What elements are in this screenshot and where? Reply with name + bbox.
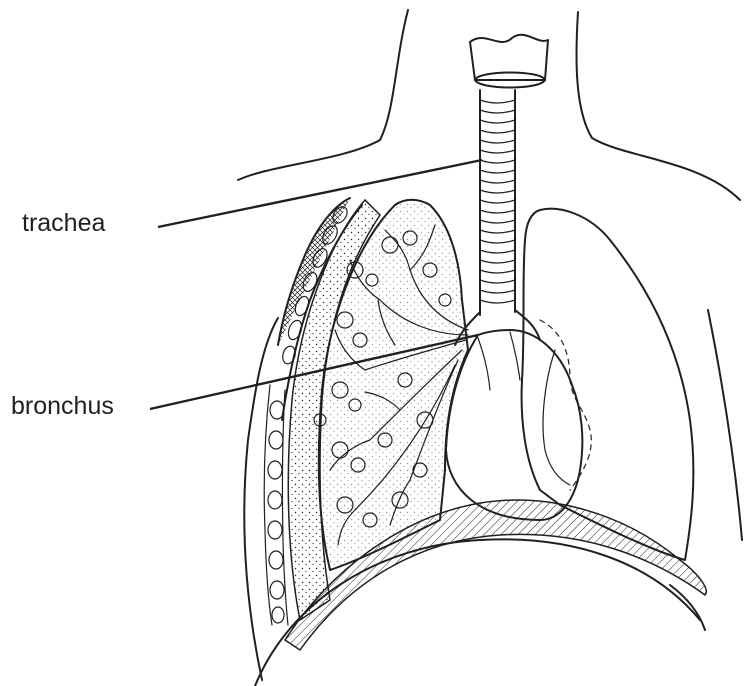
heart — [446, 330, 582, 520]
main-bronchus-right — [515, 310, 540, 340]
bronchus-label: bronchus — [11, 394, 114, 419]
neck-left-outline — [238, 10, 408, 180]
left-side-outline — [244, 318, 278, 680]
neck-right-outline — [576, 12, 740, 200]
trachea — [455, 35, 548, 345]
rib-column-lower-inner — [282, 390, 288, 625]
heart-vessel — [478, 338, 490, 390]
trachea-label: trachea — [22, 211, 105, 236]
rib-column-lower — [264, 385, 272, 625]
trachea-rings — [480, 100, 515, 303]
right-side-outline — [708, 310, 742, 540]
heart-vessel-right — [510, 332, 520, 380]
